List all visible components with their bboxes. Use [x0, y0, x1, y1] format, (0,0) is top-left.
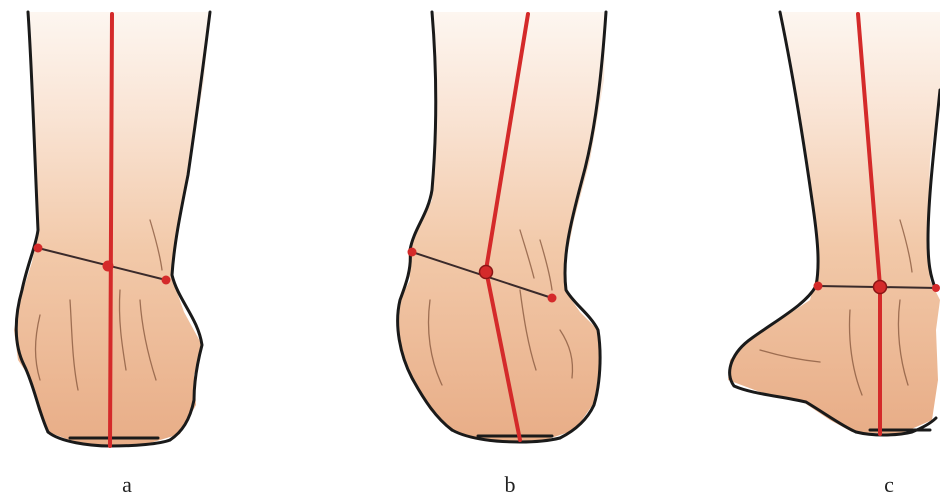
panel-c-marker-left	[814, 282, 823, 291]
panel-c-foot	[728, 12, 940, 435]
panel-b-marker-left	[408, 248, 417, 257]
panel-a-label: a	[122, 472, 132, 497]
panel-c-marker-right	[932, 284, 940, 292]
panel-a-axis-line	[110, 14, 112, 446]
panel-c-skin	[728, 12, 940, 434]
panel-b-marker-right	[548, 294, 557, 303]
panel-b-foot	[398, 12, 606, 442]
panel-b-skin	[398, 12, 606, 442]
panel-a-marker-center	[103, 261, 114, 272]
panel-c-marker-center	[874, 281, 887, 294]
panel-a-foot	[14, 12, 210, 446]
panel-a-marker-right	[162, 276, 171, 285]
panel-b-label: b	[505, 472, 516, 497]
panel-b-marker-center	[480, 266, 493, 279]
panel-a-marker-left	[34, 244, 43, 253]
panel-c-label: c	[884, 472, 894, 497]
